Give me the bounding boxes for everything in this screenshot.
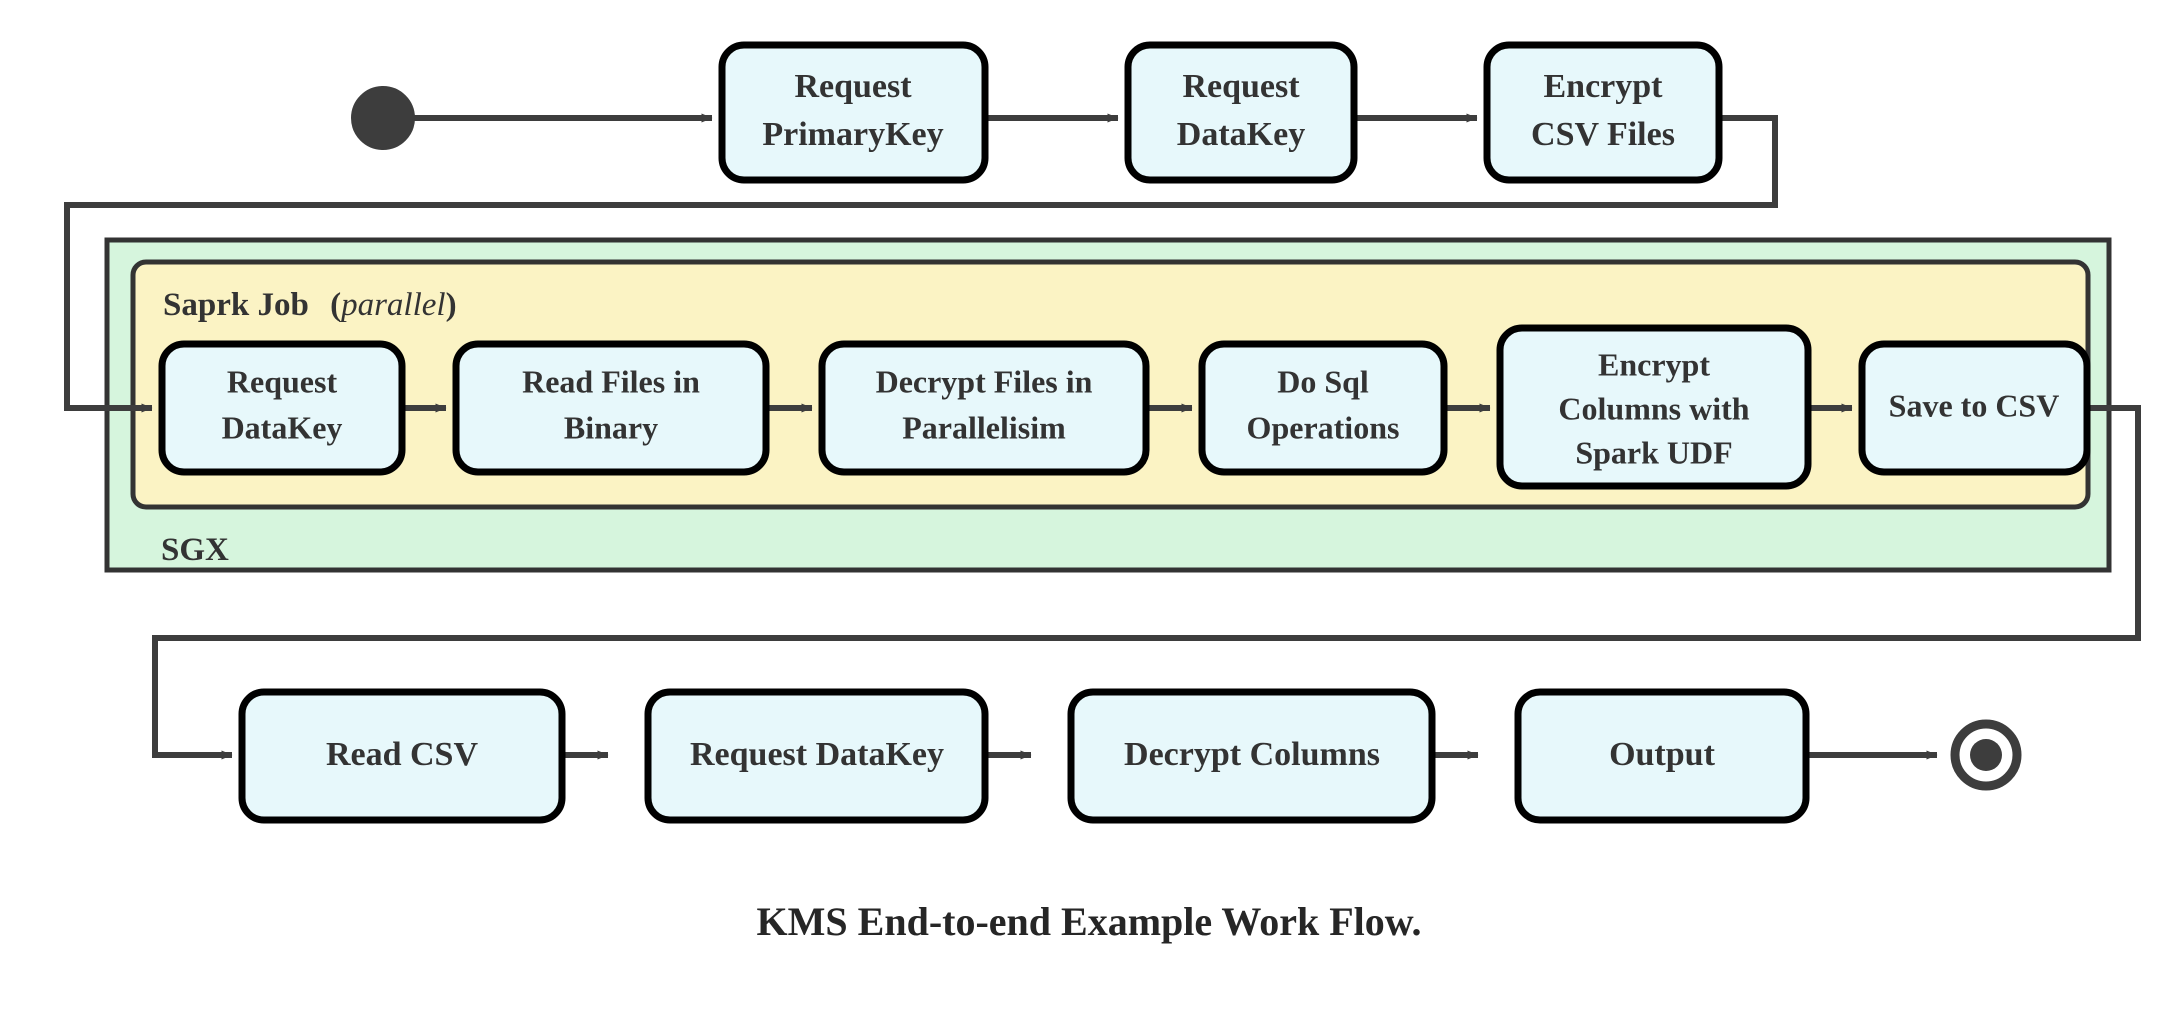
end-node[interactable] [1950, 719, 2022, 791]
node-encrypt-columns-with-spark-udf-line-3: Spark UDF [1575, 434, 1732, 470]
node-request-primarykey-line-1: Request [794, 68, 912, 105]
node-request-datakey-bottom-box[interactable] [644, 688, 989, 824]
end-node-inner-dot [1970, 739, 2002, 771]
node-save-to-csv-box[interactable] [1858, 340, 2091, 476]
node-output[interactable]: Output [1514, 688, 1810, 824]
node-output-line-1: Output [1609, 736, 1715, 773]
start-node-circle[interactable] [351, 86, 415, 150]
sgx-container-label: SGX [161, 532, 229, 568]
node-read-csv-box[interactable] [238, 688, 566, 824]
start-node[interactable] [351, 86, 415, 150]
spark-job-label-italic: parallel [339, 287, 446, 323]
node-decrypt-columns-box[interactable] [1067, 688, 1436, 824]
node-decrypt-columns[interactable]: Decrypt Columns [1067, 688, 1436, 824]
node-decrypt-files-in-parallelisim-box[interactable] [818, 340, 1150, 476]
node-read-csv[interactable]: Read CSV [238, 688, 566, 824]
diagram-caption: KMS End-to-end Example Work Flow. [757, 899, 1422, 944]
node-encrypt-columns-with-spark-udf-line-2: Columns with [1558, 390, 1749, 426]
node-encrypt-csv-files[interactable]: Encrypt CSV Files [1483, 41, 1723, 184]
node-read-files-in-binary[interactable]: Read Files in Binary [452, 340, 770, 476]
node-do-sql-operations-box[interactable] [1198, 340, 1448, 476]
spark-job-label-main: Saprk Job [163, 287, 309, 323]
node-request-datakey-bottom[interactable]: Request DataKey [644, 688, 989, 824]
node-decrypt-files-in-parallelisim-line-1: Decrypt Files in [876, 363, 1093, 399]
node-request-datakey-top-line-1: Request [1182, 68, 1300, 105]
node-request-datakey-spark-box[interactable] [158, 340, 406, 476]
node-do-sql-operations-line-2: Operations [1247, 409, 1400, 445]
node-decrypt-files-in-parallelisim-line-2: Parallelisim [902, 409, 1066, 445]
node-read-files-in-binary-line-1: Read Files in [522, 363, 700, 399]
node-request-primarykey[interactable]: Request PrimaryKey [718, 41, 989, 184]
edge-encrypt-csv-to-spark-request-datakey [64, 115, 1778, 413]
node-request-datakey-bottom-line-1: Request DataKey [690, 736, 944, 773]
node-read-files-in-binary-line-2: Binary [564, 409, 658, 445]
node-do-sql-operations[interactable]: Do Sql Operations [1198, 340, 1448, 476]
node-read-files-in-binary-box[interactable] [452, 340, 770, 476]
spark-job-label-paren-close: ) [446, 287, 457, 323]
node-save-to-csv[interactable]: Save to CSV [1858, 340, 2091, 476]
node-encrypt-csv-files-box[interactable] [1483, 41, 1723, 184]
node-request-datakey-top[interactable]: Request DataKey [1124, 41, 1358, 184]
node-request-datakey-top-line-2: DataKey [1177, 116, 1305, 153]
node-save-to-csv-line-1: Save to CSV [1889, 387, 2060, 423]
node-request-primarykey-box[interactable] [718, 41, 989, 184]
node-encrypt-csv-files-line-2: CSV Files [1531, 116, 1675, 153]
node-request-datakey-spark[interactable]: Request DataKey [158, 340, 406, 476]
edge-layer [64, 113, 2141, 760]
node-encrypt-columns-with-spark-udf[interactable]: Encrypt Columns with Spark UDF [1496, 324, 1812, 490]
node-request-datakey-spark-line-2: DataKey [222, 409, 343, 445]
edge-save-csv-to-read-csv [152, 405, 2141, 760]
node-encrypt-columns-with-spark-udf-line-1: Encrypt [1598, 346, 1710, 382]
node-decrypt-columns-line-1: Decrypt Columns [1124, 736, 1380, 773]
node-decrypt-files-in-parallelisim[interactable]: Decrypt Files in Parallelisim [818, 340, 1150, 476]
node-read-csv-line-1: Read CSV [326, 736, 479, 773]
node-do-sql-operations-line-1: Do Sql [1277, 363, 1369, 399]
spark-job-label-paren-open: ( [330, 287, 341, 323]
node-request-datakey-spark-line-1: Request [227, 363, 338, 399]
node-encrypt-columns-with-spark-udf-box[interactable] [1496, 324, 1812, 490]
node-request-datakey-top-box[interactable] [1124, 41, 1358, 184]
node-request-primarykey-line-2: PrimaryKey [762, 116, 943, 153]
node-output-box[interactable] [1514, 688, 1810, 824]
node-encrypt-csv-files-line-1: Encrypt [1544, 68, 1664, 105]
spark-job-container-label: Saprk Job (parallel) [163, 287, 457, 323]
